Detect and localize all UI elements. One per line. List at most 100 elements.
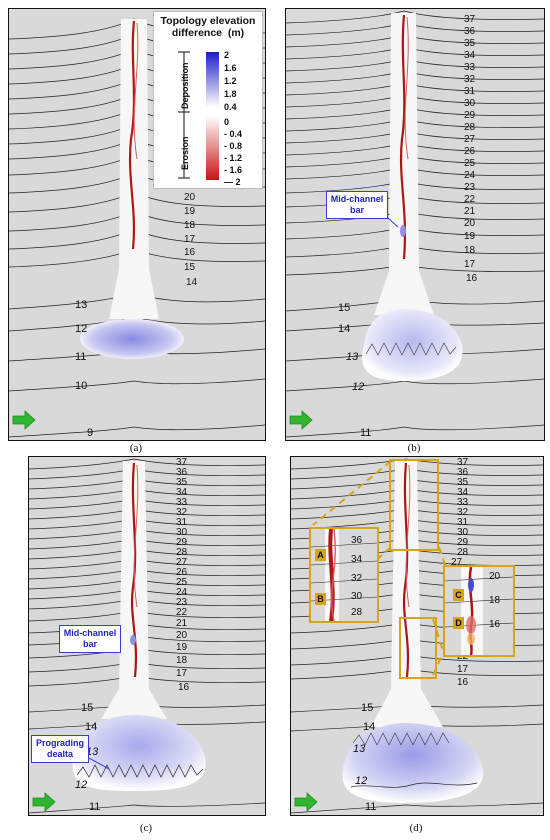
contour-label: 16 bbox=[178, 682, 190, 693]
contour-label: 29 bbox=[176, 537, 188, 548]
contour-label: 12 bbox=[75, 779, 88, 791]
contour-label: 14 bbox=[363, 721, 376, 733]
contour-label: 34 bbox=[464, 50, 476, 61]
contour-label: 26 bbox=[176, 567, 188, 578]
contour-label: 36 bbox=[457, 467, 469, 478]
contour-label: 17 bbox=[176, 668, 188, 679]
contour-label: 33 bbox=[176, 497, 188, 508]
contour-label: 36 bbox=[464, 26, 476, 37]
contour-label: 15 bbox=[184, 262, 196, 273]
legend-tick: 0.4 bbox=[224, 102, 237, 112]
contour-label: 35 bbox=[457, 477, 469, 488]
zoom-source-upper bbox=[389, 459, 439, 551]
panel-b-terrain bbox=[286, 10, 544, 438]
legend-tick: - 1.6 bbox=[224, 165, 243, 175]
caption-d: (d) bbox=[409, 822, 423, 834]
contour-label: 21 bbox=[176, 618, 188, 629]
contour-label: 24 bbox=[176, 587, 188, 598]
zoom-inset-right: C D 20 18 16 bbox=[443, 565, 515, 657]
contour-label: 16 bbox=[184, 247, 196, 258]
contour-label: 22 bbox=[176, 607, 188, 618]
contour-label: 29 bbox=[457, 537, 469, 548]
contour-label: 27 bbox=[176, 557, 188, 568]
contour-label: 9 bbox=[87, 427, 94, 439]
inset-contour-label: 18 bbox=[489, 595, 501, 606]
legend-title: Topology elevation difference (m) bbox=[160, 15, 256, 39]
caption-c: (c) bbox=[139, 822, 153, 834]
color-legend: Topology elevation difference (m) Deposi… bbox=[153, 11, 263, 189]
zoom-source-lower bbox=[399, 617, 437, 679]
contour-label: 17 bbox=[464, 259, 476, 270]
deposition-lobe bbox=[80, 319, 184, 359]
inset-contour-label: 30 bbox=[351, 591, 363, 602]
panel-a-terrain bbox=[9, 18, 265, 438]
legend-tick: 1.2 bbox=[224, 76, 237, 86]
caption-a: (a) bbox=[129, 442, 143, 454]
contour-label: 15 bbox=[338, 302, 351, 314]
contour-label: 30 bbox=[464, 98, 476, 109]
contour-label: 31 bbox=[176, 517, 188, 528]
contour-label: 11 bbox=[360, 427, 372, 439]
panel-b: 37 36 35 34 33 32 31 30 29 28 27 26 25 2… bbox=[285, 8, 545, 441]
contour-label: 20 bbox=[184, 192, 196, 203]
panel-c-terrain bbox=[29, 458, 265, 814]
marker-d: D bbox=[453, 617, 464, 629]
contour-label: 37 bbox=[176, 457, 188, 468]
contour-label: 17 bbox=[457, 664, 469, 675]
contour-label: 31 bbox=[457, 517, 469, 528]
legend-tick: — 2 bbox=[224, 177, 241, 187]
flow-arrow bbox=[12, 410, 36, 430]
caption-b: (b) bbox=[407, 442, 421, 454]
channel-corridor bbox=[109, 19, 159, 319]
contour-label: 18 bbox=[464, 245, 476, 256]
mid-channel-bar-callout: Mid-channel bar bbox=[326, 191, 388, 219]
inset-contour-label: 34 bbox=[351, 554, 363, 565]
legend-tick: 1.8 bbox=[224, 89, 237, 99]
contour-label: 20 bbox=[176, 630, 188, 641]
contour-label: 13 bbox=[75, 299, 88, 311]
delta-lobe bbox=[342, 723, 484, 803]
deposition-lobe bbox=[362, 309, 463, 381]
contour-label: 13 bbox=[353, 743, 366, 755]
contour-label: 10 bbox=[75, 380, 88, 392]
contour-label: 19 bbox=[464, 231, 476, 242]
legend-tick: - 1.2 bbox=[224, 153, 243, 163]
legend-tick: - 0.8 bbox=[224, 141, 243, 151]
contour-label: 33 bbox=[464, 62, 476, 73]
contour-label: 29 bbox=[464, 110, 476, 121]
contour-label: 36 bbox=[176, 467, 188, 478]
inset-contour-label: 16 bbox=[489, 619, 501, 630]
contour-label: 14 bbox=[338, 323, 351, 335]
contour-label: 28 bbox=[464, 122, 476, 133]
contour-label: 32 bbox=[176, 507, 188, 518]
contour-label: 37 bbox=[457, 457, 469, 468]
contour-label: 34 bbox=[176, 487, 188, 498]
contour-label: 26 bbox=[464, 146, 476, 157]
contour-label: 11 bbox=[365, 801, 377, 813]
contour-label: 32 bbox=[457, 507, 469, 518]
contour-label: 25 bbox=[464, 158, 476, 169]
channel-erosion bbox=[128, 20, 136, 250]
panel-d: 37 36 35 34 33 32 31 30 29 28 27 22 17 1… bbox=[290, 456, 544, 816]
contour-label: 14 bbox=[186, 277, 198, 288]
contour-label: 27 bbox=[464, 134, 476, 145]
contour-label: 11 bbox=[89, 801, 101, 813]
contour-label: 14 bbox=[85, 721, 98, 733]
contour-label: 32 bbox=[464, 74, 476, 85]
contour-label: 16 bbox=[457, 677, 469, 688]
marker-b: B bbox=[315, 593, 326, 605]
contour-label: 11 bbox=[75, 351, 87, 363]
contour-label: 13 bbox=[346, 351, 359, 363]
contour-label: 35 bbox=[176, 477, 188, 488]
legend-tick: - 0.4 bbox=[224, 129, 243, 139]
marker-a: A bbox=[315, 549, 326, 561]
contour-label: 28 bbox=[176, 547, 188, 558]
contour-label: 23 bbox=[176, 597, 188, 608]
contour-label: 12 bbox=[355, 775, 368, 787]
contour-label: 12 bbox=[75, 323, 88, 335]
zoom-inset-left: A B 36 34 32 30 28 bbox=[309, 527, 379, 623]
legend-colorbar bbox=[178, 51, 219, 180]
contour-label: 34 bbox=[457, 487, 469, 498]
inset-contour-label: 28 bbox=[351, 607, 363, 618]
contour-label: 33 bbox=[457, 497, 469, 508]
